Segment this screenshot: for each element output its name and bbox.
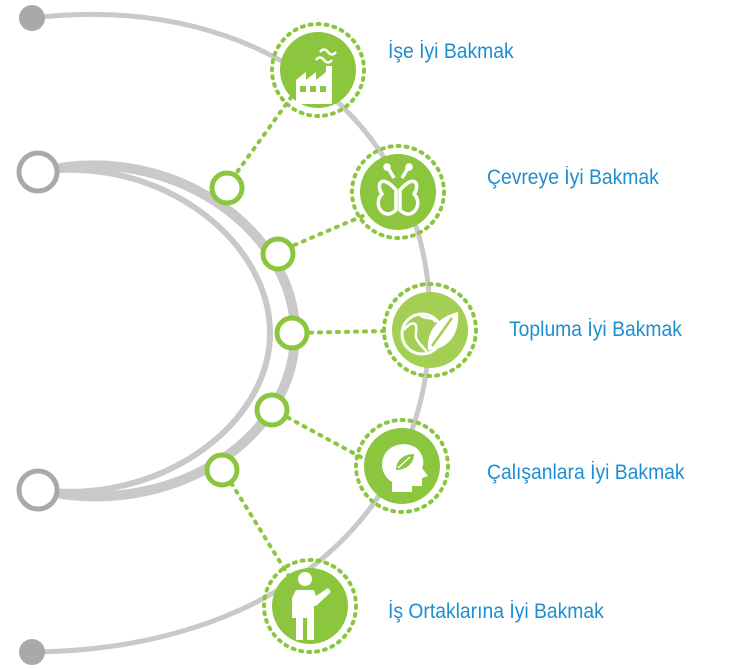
ring-node-1 — [209, 170, 245, 206]
factory-icon — [296, 48, 337, 104]
label-topluma-iyi-bakmak: Topluma İyi Bakmak — [509, 318, 682, 341]
connector-1 — [225, 83, 302, 188]
person-pointing-icon — [292, 572, 331, 640]
label-calisanlara-iyi-bakmak: Çalışanlara İyi Bakmak — [487, 461, 685, 484]
node-1 — [270, 22, 366, 118]
outer-arc — [31, 11, 433, 655]
inner-arc-outer-stroke — [38, 160, 301, 502]
ring-node-3 — [274, 315, 310, 351]
outer-arc-top-end — [19, 5, 45, 31]
label-cevreye-iyi-bakmak: Çevreye İyi Bakmak — [487, 166, 659, 189]
connector-5 — [220, 466, 292, 580]
outer-arc-bottom-end — [19, 639, 45, 665]
connector-4 — [270, 407, 370, 463]
butterfly-icon — [376, 163, 420, 216]
globe-leaf-icon — [400, 312, 459, 356]
label-is-ortaklarina-iyi-bakmak: İş Ortaklarına İyi Bakmak — [388, 600, 604, 623]
ring-node-4 — [254, 392, 290, 428]
ring-node-5 — [204, 452, 240, 488]
ring-nodes — [204, 170, 310, 488]
node-5 — [262, 558, 358, 654]
inner-arc-bottom-end — [16, 468, 60, 512]
node-2 — [350, 144, 446, 240]
node-3 — [382, 282, 478, 378]
connector-2 — [276, 210, 374, 254]
node-4 — [354, 418, 450, 514]
inner-arc-inner-stroke — [39, 166, 274, 495]
label-ise-iyi-bakmak: İşe İyi Bakmak — [388, 40, 514, 63]
ring-node-2 — [260, 236, 296, 272]
connector-3 — [290, 329, 388, 335]
inner-arc-top-end — [16, 150, 60, 194]
connectors — [220, 83, 388, 580]
head-leaf-icon — [382, 444, 428, 492]
